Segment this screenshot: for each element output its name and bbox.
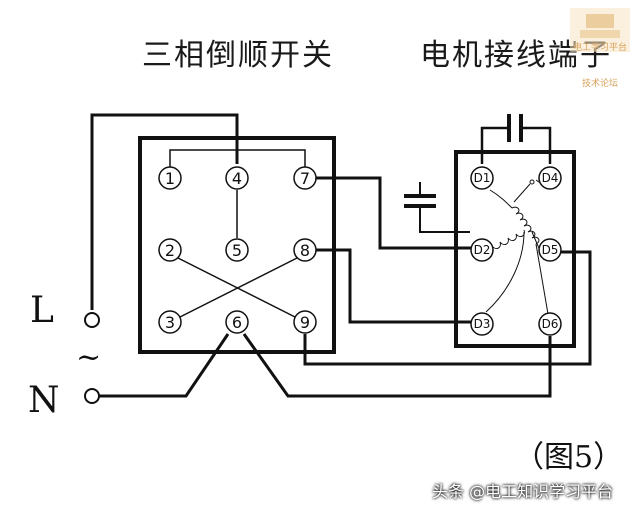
switch-terminal-5-label: 5 [232,241,242,260]
motor-terminal-d3 [470,312,494,336]
run-capacitor-leads [480,126,552,164]
winding-lead-d6 [535,243,549,315]
wire-7-d2 [316,176,472,250]
winding-lead-d3 [485,231,525,313]
main-winding-coil [511,206,540,245]
motor-terminal-d5 [538,238,562,262]
logo-line1: 电工学习平台 [572,43,627,53]
switch-terminal-6-label: 6 [232,313,242,332]
neutral-wire [98,333,230,398]
aux-winding-coil [491,229,525,250]
motor-terminal-d4-label: D4 [542,171,559,185]
switch-terminal-2 [158,238,182,262]
switch-terminal-1-label: 1 [165,169,175,188]
logo: 电工学习平台 技术论坛 [560,0,640,92]
logo-emblem-icon [570,8,630,52]
wire-9-d5 [303,250,592,366]
logo-line2: 技术论坛 [581,79,618,89]
switch-title: 三相倒顺开关 [142,38,334,73]
switch-terminal-4-label: 4 [232,169,242,188]
motor-terminal-d5-label: D5 [542,243,559,257]
switch-terminal-9-label: 9 [300,313,310,332]
watermark: 头条 @电工知识学习平台 [432,482,614,501]
neutral-terminal [84,388,100,404]
motor-terminal-d3-label: D3 [474,317,491,331]
switch-terminal-3-label: 3 [165,313,175,332]
switch-terminal-6 [225,310,249,334]
switch-terminal-5 [225,238,249,262]
centrifugal-switch [513,183,531,203]
centrifugal-switch-contact [529,179,535,185]
motor-terminal-d2-label: D2 [474,243,491,257]
motor-terminal-d6 [538,312,562,336]
switch-terminal-8 [293,238,317,262]
switch-terminal-4 [225,166,249,190]
switch-terminal-2-label: 2 [165,241,175,260]
switch-terminal-3 [158,310,182,334]
switch-terminal-1 [158,166,182,190]
wire-8-d3 [316,248,472,324]
motor-terminal-d1-label: D1 [474,171,491,185]
neutral-label: N [28,380,60,421]
switch-terminal-7 [293,166,317,190]
motor-terminal-d6-label: D6 [542,317,559,331]
winding-lead-d1 [489,189,513,209]
switch-terminal-9 [293,310,317,334]
wire-6-d6 [242,333,552,398]
figure-label: （图5） [514,440,624,475]
line-wire [90,113,239,310]
motor-terminal-d4 [538,166,562,190]
line-terminal [84,312,100,328]
ac-symbol: ~ [76,340,102,375]
motor-terminal-d1 [470,166,494,190]
switch-terminal-8-label: 8 [300,241,310,260]
start-capacitor-leads [419,182,470,233]
line-label: L [30,290,54,331]
motor-terminal-d2 [470,238,494,262]
switch-cross-8-3 [177,257,298,319]
switch-terminal-7-label: 7 [300,169,310,188]
